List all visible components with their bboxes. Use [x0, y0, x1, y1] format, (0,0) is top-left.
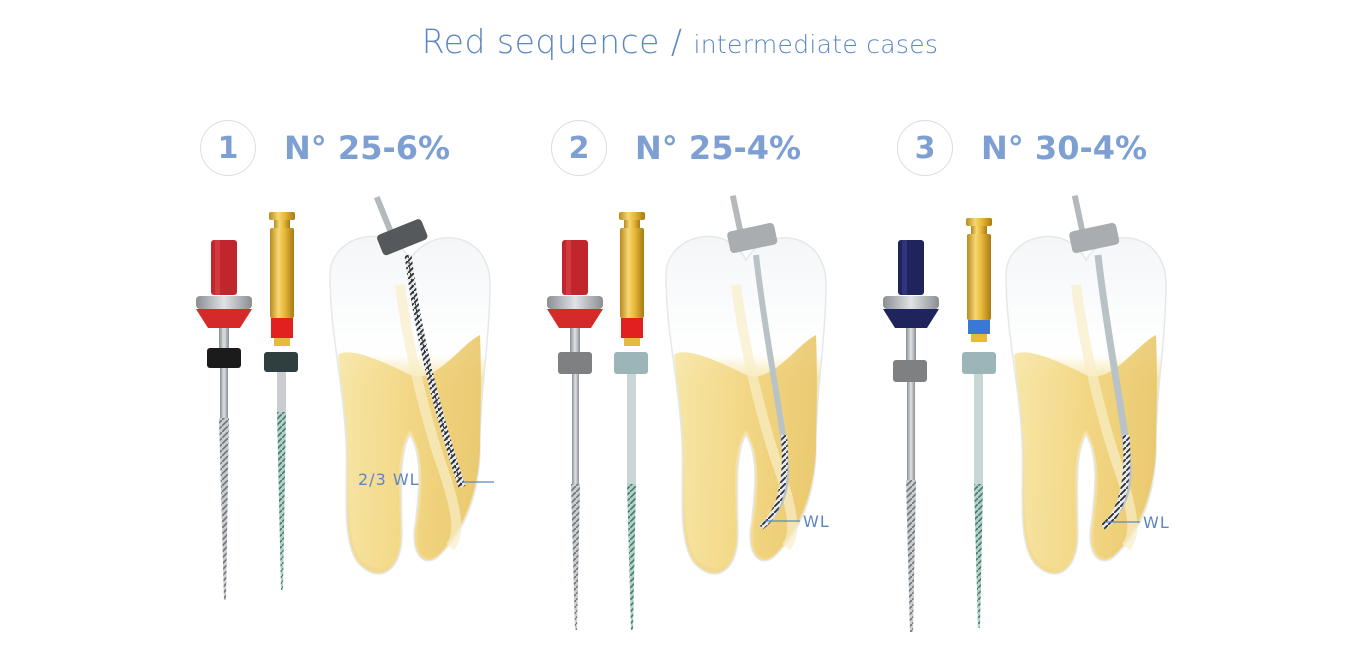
title-main: Red sequence [421, 22, 660, 61]
step-1-tooth [330, 196, 490, 574]
step-1-header: 1 N° 25-6% [200, 118, 450, 178]
step-2-header: 2 N° 25-4% [551, 118, 801, 178]
title-subtitle: intermediate cases [693, 30, 939, 59]
page-title: Red sequence / intermediate cases [0, 22, 1360, 61]
step-3-file-manual-gold [962, 218, 996, 628]
step-2-file-rotary-red [547, 240, 603, 630]
step-3-file-rotary-blue [883, 240, 939, 632]
step-1-number-badge: 1 [200, 120, 256, 176]
step-1-working-length-label: 2/3 WL [358, 470, 420, 489]
step-3-file-size: N° 30-4% [981, 129, 1148, 167]
step-1-file-manual-gold [264, 212, 298, 590]
step-2-number-badge: 2 [551, 120, 607, 176]
step-3-working-length-label: WL [1143, 513, 1170, 532]
step-2-tooth [666, 195, 826, 574]
step-1-file-size: N° 25-6% [284, 129, 451, 167]
step-3-tooth [1006, 195, 1166, 574]
step-3-number-badge: 3 [897, 120, 953, 176]
step-1-illustration [196, 196, 494, 600]
step-2-file-size: N° 25-4% [635, 129, 802, 167]
step-3-header: 3 N° 30-4% [897, 118, 1147, 178]
step-3-illustration [883, 195, 1166, 632]
title-separator: / [659, 22, 694, 61]
step-1-file-rotary-red [196, 240, 252, 600]
step-2-illustration [547, 195, 826, 630]
step-2-file-manual-gold [614, 212, 648, 630]
step-2-working-length-label: WL [803, 512, 830, 531]
